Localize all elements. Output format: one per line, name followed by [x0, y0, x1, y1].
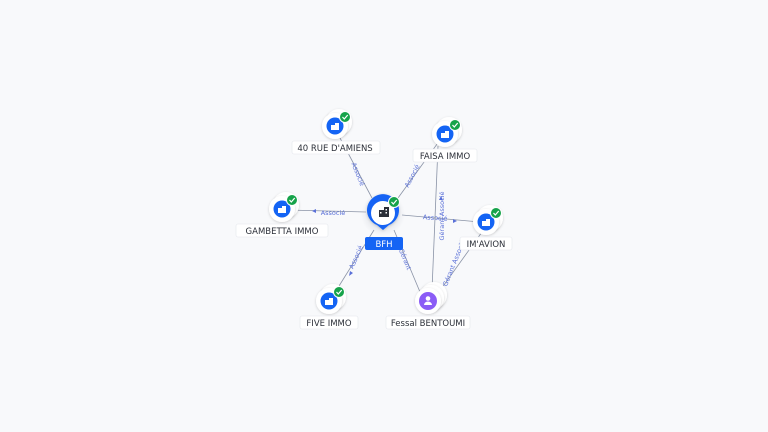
node-label: IM'AVION: [467, 240, 506, 250]
building-icon: [441, 131, 449, 138]
node-five-immo[interactable]: FIVE IMMO: [299, 284, 359, 330]
node-label: GAMBETTA IMMO: [246, 227, 319, 237]
node-label: 40 RUE D'AMIENS: [297, 144, 372, 154]
edge-label: Associé: [348, 244, 365, 270]
edge-center-gambetta[interactable]: Associé: [287, 209, 367, 217]
edge-label: Associé: [321, 209, 346, 217]
node-40-rue-d-amiens[interactable]: 40 RUE D'AMIENS: [291, 109, 381, 155]
node-label-bg: [459, 236, 513, 251]
node-label-bg: [235, 223, 329, 238]
edge-center-faisa[interactable]: Associé: [397, 139, 441, 199]
building-icon: [331, 123, 339, 130]
node-label-bg: [299, 315, 359, 330]
node-label-bg: [291, 140, 381, 155]
building-icon: [482, 219, 490, 226]
person-icon: [424, 296, 432, 305]
node-label: FAISA IMMO: [420, 152, 471, 162]
node-label: Fessal BENTOUMI: [391, 319, 465, 329]
verified-check-icon: [333, 286, 345, 298]
node-label-bg: [385, 315, 471, 330]
node-im-avion[interactable]: IM'AVION: [459, 205, 513, 251]
edge-label: Associé: [403, 163, 422, 188]
building-icon: [278, 206, 286, 213]
node-gambetta-immo[interactable]: GAMBETTA IMMO: [235, 192, 329, 238]
edge-label: Gérant: [397, 247, 413, 271]
arrow-head-icon: [439, 196, 443, 200]
node-label: BFH: [375, 240, 392, 250]
center-label-bg: [365, 237, 403, 250]
building-icon: [379, 207, 389, 217]
node-bfh[interactable]: BFH: [361, 192, 405, 250]
edge-label: Associé: [350, 161, 367, 187]
building-icon: [325, 298, 333, 305]
node-faisa-immo[interactable]: FAISA IMMO: [412, 117, 478, 163]
verified-check-icon: [286, 194, 298, 206]
edge-fessal-faisa[interactable]: Gérant Associé: [431, 145, 446, 291]
arrow-head-icon: [453, 219, 457, 223]
arrow-head-icon: [349, 271, 353, 276]
node-label-bg: [412, 148, 478, 163]
verified-check-icon: [388, 196, 400, 208]
arrow-head-icon: [312, 209, 316, 213]
node-label: FIVE IMMO: [306, 319, 351, 329]
verified-check-icon: [449, 119, 461, 131]
node-fessal-bentoumi[interactable]: Fessal BENTOUMI: [385, 282, 471, 330]
edge-label: Gérant Associé: [438, 191, 446, 240]
verified-check-icon: [339, 111, 351, 123]
verified-check-icon: [490, 207, 502, 219]
